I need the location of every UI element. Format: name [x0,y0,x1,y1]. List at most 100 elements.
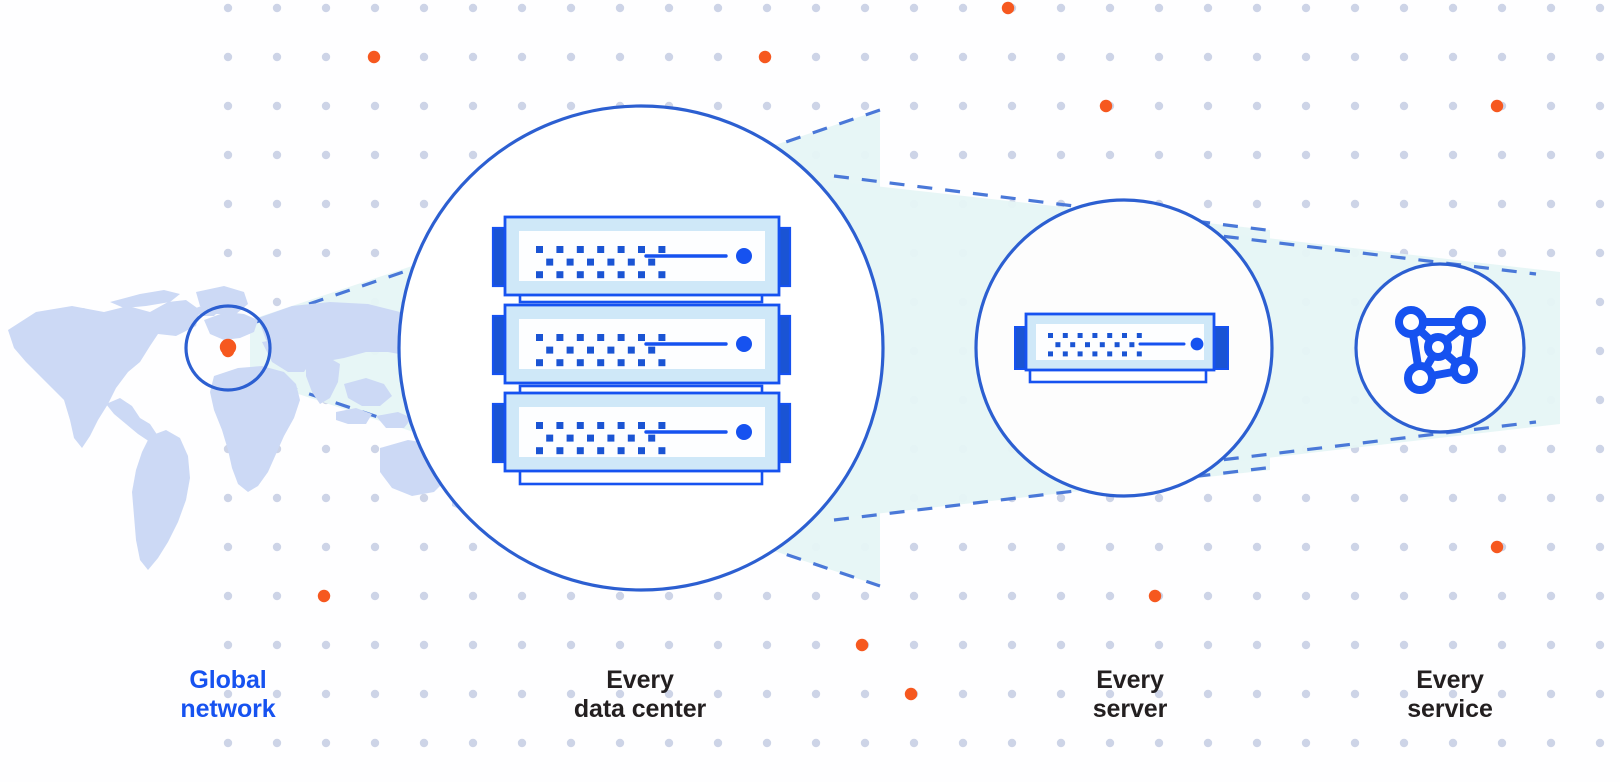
accent-dot [1001,1,1015,15]
grid-dot [1056,591,1066,601]
grid-dot [1350,52,1360,62]
grid-dot [1301,3,1311,13]
grid-dot [1399,444,1409,454]
grid-dot [1105,738,1115,748]
grid-dot [1203,3,1213,13]
grid-dot [615,738,625,748]
grid-dot [1350,542,1360,552]
grid-dot [811,640,821,650]
grid-dot [1546,101,1556,111]
grid-dot [517,3,527,13]
grid-dot [1448,444,1458,454]
single-server-icon [1014,312,1229,384]
grid-dot [1105,542,1115,552]
vent-square [1129,342,1135,348]
vent-square [536,447,543,455]
grid-dot [1399,150,1409,160]
grid-dot [1448,640,1458,650]
grid-dot [517,689,527,699]
grid-dot [1350,640,1360,650]
vent-square [607,346,615,354]
grid-dot [468,101,478,111]
vent-square [566,434,574,442]
grid-dot [1497,444,1507,454]
grid-dot [419,493,429,503]
grid-dot [1399,640,1409,650]
vent-square [648,258,656,266]
grid-dot [1350,738,1360,748]
grid-dot [909,591,919,601]
grid-dot [615,3,625,13]
vent-square [536,246,543,253]
grid-dot [1399,199,1409,209]
network-node-bottom-left [1404,362,1436,394]
vent-square [627,258,635,266]
accent-dot [367,50,381,64]
vent-square [617,334,625,341]
vent-square [638,422,645,429]
grid-dot [517,738,527,748]
grid-dot [1448,493,1458,503]
vent-square [536,359,543,367]
vent-square [556,359,564,367]
grid-dot [321,150,331,160]
grid-dot [958,52,968,62]
grid-dot [321,52,331,62]
dash-server-service-top [1195,231,1537,276]
grid-dot [811,738,821,748]
grid-dot [223,248,233,258]
grid-dot [321,493,331,503]
vent-square [556,447,564,455]
grid-dot [468,150,478,160]
vent-square [658,422,666,429]
grid-dot [860,52,870,62]
grid-dot [1154,3,1164,13]
grid-dot [762,591,772,601]
vent-square [556,334,564,341]
vent-square [587,346,594,354]
map-focus-circle [184,304,272,392]
vent-square [638,447,645,455]
grid-dot [1448,199,1458,209]
grid-dot [1105,52,1115,62]
grid-dot [1546,3,1556,13]
grid-dot [1497,689,1507,699]
grid-dot [1595,3,1605,13]
network-node-top-left [1395,306,1427,338]
grid-dot [1203,493,1213,503]
vent-square [627,346,635,354]
accent-dot [1490,540,1504,554]
grid-dot [272,297,282,307]
grid-dot [1252,542,1262,552]
grid-dot [321,689,331,699]
grid-dot [958,738,968,748]
grid-dot [1595,493,1605,503]
server-indicator-dot [1190,337,1204,351]
grid-dot [1399,738,1409,748]
grid-dot [1203,199,1213,209]
grid-dot [1056,3,1066,13]
grid-dot [1546,542,1556,552]
grid-dot [1056,101,1066,111]
grid-dot [1595,297,1605,307]
vent-square [648,434,656,442]
grid-dot [1399,689,1409,699]
grid-dot [664,689,674,699]
grid-dot [419,738,429,748]
grid-dot [1448,52,1458,62]
grid-dot [713,101,723,111]
grid-dot [223,738,233,748]
rack-unit-1-indicator-dot [736,248,752,264]
grid-dot [370,738,380,748]
grid-dot [419,52,429,62]
grid-dot [762,3,772,13]
vent-square [607,258,615,266]
server-panel [1036,324,1204,360]
grid-dot [1203,52,1213,62]
grid-dot [1546,150,1556,160]
grid-dot [468,591,478,601]
grid-dot [1497,150,1507,160]
map-location-marker [219,338,237,356]
